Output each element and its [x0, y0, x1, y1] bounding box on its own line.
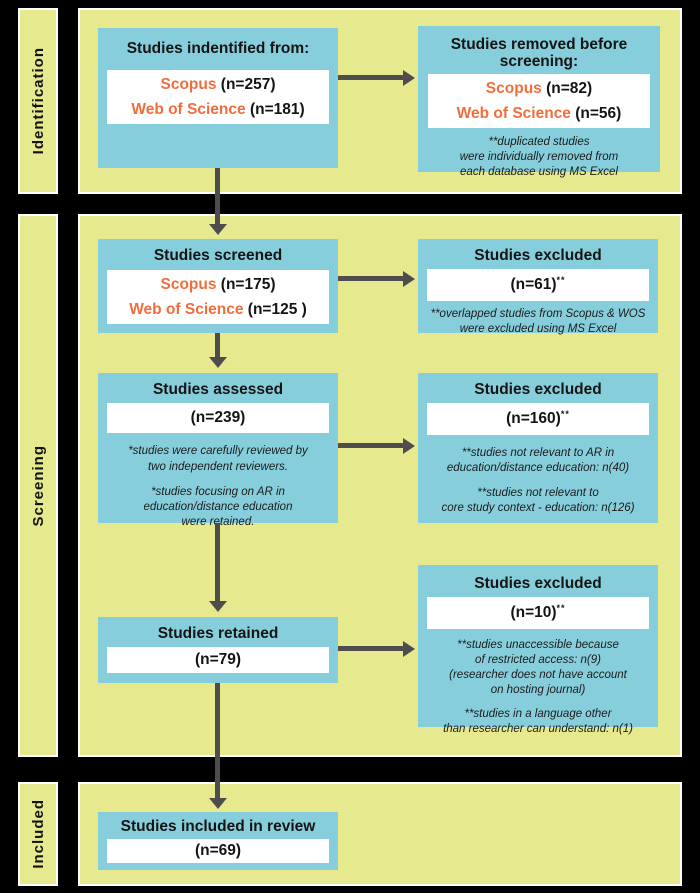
box-studies-excluded-2-count: (n=160)** [427, 403, 649, 435]
box-studies-assessed-title: Studies assessed [152, 381, 284, 398]
box-studies-included-count: (n=69) [107, 839, 329, 864]
source-name: Web of Science [129, 301, 244, 319]
box-studies-excluded-3-note-1: **studies unaccessible because of restri… [449, 638, 627, 697]
arrowhead-down-icon [208, 798, 227, 809]
box-studies-excluded-1-title: Studies excluded [474, 247, 602, 264]
count-value: (n=239) [190, 409, 246, 427]
box-studies-screened-counts: Scopus (n=175) Web of Science (n=125 ) [107, 270, 329, 325]
box-studies-excluded-2-title: Studies excluded [474, 381, 602, 398]
box-studies-excluded-1-note: **overlapped studies from Scopus & WOS w… [430, 307, 646, 335]
sidebar-included-label: Included [29, 799, 47, 869]
box-studies-assessed-note-1: *studies were carefully reviewed by two … [128, 445, 308, 473]
arrow-screened-to-excluded1 [338, 270, 415, 287]
box-studies-excluded-3-count: (n=10)** [427, 597, 649, 629]
source-count: (n=181) [249, 101, 305, 119]
source-count: (n=125 ) [247, 301, 307, 319]
arrowhead-down-icon [208, 601, 227, 612]
box-studies-removed-counts: Scopus (n=82) Web of Science (n=56) [428, 73, 650, 128]
box-studies-retained: Studies retained (n=79) [98, 617, 338, 683]
arrowhead-right-icon [403, 437, 415, 454]
sidebar-identification: Identification [18, 8, 58, 194]
box-studies-excluded-3-title: Studies excluded [474, 575, 602, 592]
arrowhead-right-icon [403, 270, 415, 287]
count-value: (n=79) [194, 651, 242, 669]
source-line: Scopus (n=175) [107, 272, 329, 297]
sidebar-identification-label: Identification [29, 47, 47, 155]
source-line: Web of Science (n=56) [428, 101, 650, 126]
box-studies-removed-title: Studies removed before screening: [450, 36, 628, 71]
sidebar-screening: Screening [18, 214, 58, 757]
count-value: (n=61) [510, 276, 557, 294]
arrow-identified-to-screened [208, 168, 227, 235]
count-asterisks: ** [556, 275, 566, 286]
count-value: (n=160) [506, 410, 561, 428]
box-studies-assessed-count: (n=239) [107, 403, 329, 434]
source-name: Scopus [160, 276, 217, 294]
box-studies-included-title: Studies included in review [120, 818, 316, 835]
count-value: (n=69) [194, 842, 242, 860]
source-line: Web of Science (n=125 ) [107, 297, 329, 322]
box-studies-retained-title: Studies retained [157, 625, 279, 642]
box-studies-excluded-3-note-2: **studies in a language other than resea… [443, 708, 633, 736]
box-studies-excluded-2-note-2: **studies not relevant to core study con… [441, 486, 635, 515]
box-studies-excluded-2: Studies excluded (n=160)** **studies not… [418, 373, 658, 523]
count-asterisks: ** [560, 409, 570, 420]
arrowhead-right-icon [403, 640, 415, 657]
source-name: Scopus [485, 79, 542, 97]
count-asterisks: ** [556, 603, 566, 614]
arrow-screened-to-assessed [208, 333, 227, 368]
box-studies-retained-count: (n=79) [107, 647, 329, 674]
source-count: (n=56) [575, 104, 622, 122]
sidebar-screening-label: Screening [29, 444, 47, 527]
source-count: (n=257) [220, 76, 276, 94]
source-name: Scopus [160, 76, 217, 94]
source-name: Web of Science [456, 104, 571, 122]
arrowhead-right-icon [403, 69, 415, 86]
box-studies-excluded-1: Studies excluded (n=61)** **overlapped s… [418, 239, 658, 335]
arrowhead-down-icon [208, 357, 227, 368]
box-studies-identified-title: Studies indentified from: [126, 40, 310, 57]
box-studies-screened: Studies screened Scopus (n=175) Web of S… [98, 239, 338, 333]
box-studies-excluded-2-note-1: **studies not relevant to AR in educatio… [446, 446, 630, 474]
source-line: Scopus (n=82) [428, 76, 650, 101]
arrow-identified-to-removed [338, 69, 415, 86]
box-studies-assessed: Studies assessed (n=239) *studies were c… [98, 373, 338, 528]
source-line: Web of Science (n=181) [107, 97, 329, 122]
source-line: Scopus (n=257) [107, 72, 329, 97]
box-studies-assessed-note-2: *studies focusing on AR in education/dis… [143, 485, 293, 529]
box-studies-identified: Studies indentified from: Scopus (n=257)… [98, 28, 338, 168]
box-studies-removed-note: **duplicated studies were individually r… [459, 135, 619, 179]
arrow-retained-to-excluded3 [338, 640, 415, 657]
box-studies-excluded-3: Studies excluded (n=10)** **studies unac… [418, 565, 658, 735]
source-count: (n=175) [220, 276, 276, 294]
box-studies-included: Studies included in review (n=69) [98, 812, 338, 870]
source-name: Web of Science [131, 101, 246, 119]
box-studies-identified-counts: Scopus (n=257) Web of Science (n=181) [107, 70, 329, 125]
sidebar-included: Included [18, 782, 58, 886]
arrow-assessed-to-excluded2 [338, 437, 415, 454]
box-studies-screened-title: Studies screened [153, 247, 283, 264]
box-studies-removed: Studies removed before screening: Scopus… [418, 26, 660, 178]
arrow-retained-to-included [208, 683, 227, 809]
box-studies-excluded-1-count: (n=61)** [427, 269, 649, 301]
count-value: (n=10) [510, 604, 557, 622]
source-count: (n=82) [546, 79, 593, 97]
arrow-assessed-to-retained [208, 523, 227, 612]
arrowhead-down-icon [208, 224, 227, 235]
